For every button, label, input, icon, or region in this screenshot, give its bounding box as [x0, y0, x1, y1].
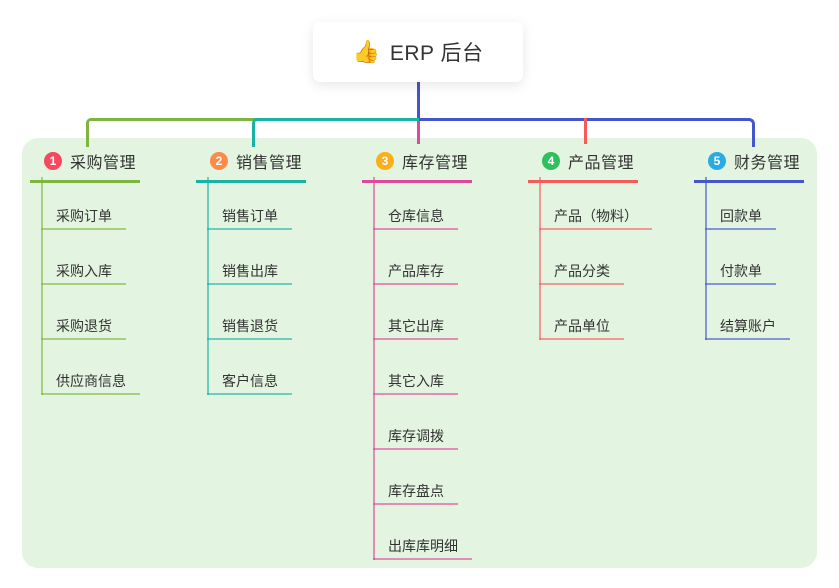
- branch-label: 库存管理: [402, 155, 469, 172]
- child-node[interactable]: 供应商信息: [41, 372, 140, 395]
- child-node[interactable]: 产品库存: [373, 262, 458, 285]
- branch-label: 财务管理: [734, 155, 801, 172]
- child-node[interactable]: 出库库明细: [373, 537, 472, 560]
- connector-drop-product: [584, 118, 587, 144]
- branch-number-badge: 4: [542, 152, 560, 170]
- branch-spine-line: [41, 177, 43, 395]
- connector-bus-sales: [252, 118, 422, 147]
- branch-label: 采购管理: [70, 155, 137, 172]
- child-node[interactable]: 产品单位: [539, 317, 624, 340]
- branch-number-badge: 3: [376, 152, 394, 170]
- connector-drop-inventory: [417, 121, 420, 144]
- child-node[interactable]: 结算账户: [705, 317, 790, 340]
- child-node[interactable]: 回款单: [705, 207, 776, 230]
- child-node[interactable]: 仓库信息: [373, 207, 458, 230]
- child-node[interactable]: 付款单: [705, 262, 776, 285]
- root-node[interactable]: 👍 ERP 后台: [313, 22, 523, 82]
- child-node[interactable]: 产品分类: [539, 262, 624, 285]
- root-connector-line: [417, 82, 420, 121]
- branch-node-3[interactable]: 3 库存管理: [362, 149, 473, 183]
- branches-panel: [22, 138, 817, 568]
- branch-spine-line: [373, 177, 375, 560]
- branch-number-badge: 2: [210, 152, 228, 170]
- branch-number-badge: 1: [44, 152, 62, 170]
- branch-spine-line: [705, 177, 707, 340]
- child-node[interactable]: 库存盘点: [373, 482, 458, 505]
- connector-bus-purchase: [86, 118, 256, 147]
- child-node[interactable]: 采购入库: [41, 262, 126, 285]
- child-node[interactable]: 库存调拨: [373, 427, 458, 450]
- connector-bus-finance: [419, 118, 755, 147]
- branch-node-5[interactable]: 5 财务管理: [694, 149, 805, 183]
- branch-label: 产品管理: [568, 155, 635, 172]
- child-node[interactable]: 销售订单: [207, 207, 292, 230]
- child-node[interactable]: 销售出库: [207, 262, 292, 285]
- child-node[interactable]: 产品（物料）: [539, 207, 652, 230]
- branch-node-4[interactable]: 4 产品管理: [528, 149, 639, 183]
- branch-spine-line: [207, 177, 209, 395]
- branch-node-2[interactable]: 2 销售管理: [196, 149, 307, 183]
- branch-number-badge: 5: [708, 152, 726, 170]
- branch-spine-line: [539, 177, 541, 340]
- root-title: ERP 后台: [389, 42, 484, 65]
- child-node[interactable]: 采购退货: [41, 317, 126, 340]
- child-node[interactable]: 采购订单: [41, 207, 126, 230]
- child-node[interactable]: 其它入库: [373, 372, 458, 395]
- child-node[interactable]: 其它出库: [373, 317, 458, 340]
- child-node[interactable]: 销售退货: [207, 317, 292, 340]
- branch-label: 销售管理: [236, 155, 303, 172]
- child-node[interactable]: 客户信息: [207, 372, 292, 395]
- thumbs-up-icon: 👍: [352, 39, 380, 64]
- branch-node-1[interactable]: 1 采购管理: [30, 149, 141, 183]
